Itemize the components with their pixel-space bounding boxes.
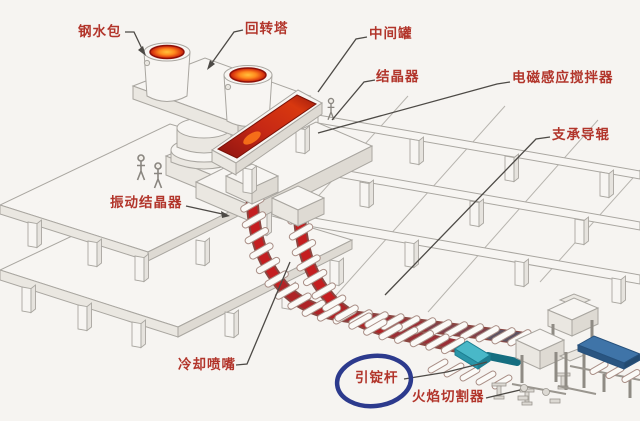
label-rotary-tower: 回转塔 — [245, 21, 289, 37]
leader-mold — [331, 79, 376, 121]
leader-vibrating-mold — [185, 205, 228, 216]
guide-roller — [287, 292, 312, 310]
pour-glow — [243, 131, 261, 145]
leader-support-guide-rollers — [384, 136, 551, 296]
guide-roller — [255, 256, 281, 275]
label-vibrating-mold: 振动结晶器 — [110, 195, 183, 211]
guide-roller — [288, 223, 314, 241]
steel-ladle-left — [143, 42, 191, 102]
label-dummy-bar: 引锭杆 — [355, 370, 399, 386]
guide-roller — [301, 299, 326, 317]
guide-roller — [274, 282, 300, 300]
arrowhead — [221, 211, 230, 218]
leader-cooling-nozzle — [235, 261, 291, 366]
leader-flame-cutter — [485, 389, 521, 399]
arrowhead — [138, 46, 146, 56]
guide-roller — [321, 294, 347, 312]
guide-roller — [249, 242, 274, 260]
arrowhead — [207, 60, 215, 70]
molten-steel-surface — [149, 44, 185, 60]
dummy-bar-head — [454, 340, 521, 370]
person-3 — [326, 97, 336, 121]
guide-roller — [409, 330, 435, 348]
guide-roller — [296, 254, 321, 272]
guide-roller — [302, 268, 328, 287]
guide-roller — [425, 333, 450, 351]
guide-roller — [475, 325, 500, 343]
molten-steel-tundish — [216, 94, 318, 159]
guide-roller — [378, 323, 403, 341]
guide-roller — [244, 227, 269, 245]
label-cooling-nozzle: 冷却喷嘴 — [178, 357, 236, 373]
leader-tundish — [317, 36, 368, 93]
molten-steel-surface — [229, 67, 267, 83]
leader-ladle — [125, 31, 145, 54]
leader-rotary-tower — [208, 29, 244, 68]
dummy-bar-highlight-ellipse — [334, 353, 414, 409]
label-flame-cutter: 火焰切割器 — [412, 389, 485, 405]
leader-lines — [125, 29, 551, 409]
mold-box-2 — [270, 185, 326, 227]
guide-roller — [348, 312, 373, 330]
leader-dummy-bar — [403, 361, 488, 380]
floor-beams — [227, 114, 640, 305]
label-ladle: 钢水包 — [78, 24, 122, 40]
guide-roller — [380, 313, 405, 331]
label-support-guide-rollers: 支承导辊 — [552, 127, 610, 143]
tundish — [211, 89, 323, 195]
cutter-carriage — [511, 328, 567, 404]
steel-ladle-right — [223, 65, 273, 127]
guide-roller — [311, 282, 336, 300]
label-electromagnetic-stirrer: 电磁感应搅拌器 — [512, 70, 614, 86]
label-mold: 结晶器 — [376, 69, 420, 85]
cast-slab — [576, 335, 640, 370]
guide-roller — [264, 270, 289, 288]
guide-roller — [363, 318, 388, 336]
guide-roller — [394, 326, 419, 344]
guide-roller — [291, 239, 317, 257]
leader-electromagnetic-stirrer — [317, 81, 511, 134]
label-tundish: 中间罐 — [369, 26, 413, 42]
guide-roller — [334, 304, 359, 322]
guide-roller — [491, 327, 516, 345]
guide-roller — [241, 211, 267, 229]
